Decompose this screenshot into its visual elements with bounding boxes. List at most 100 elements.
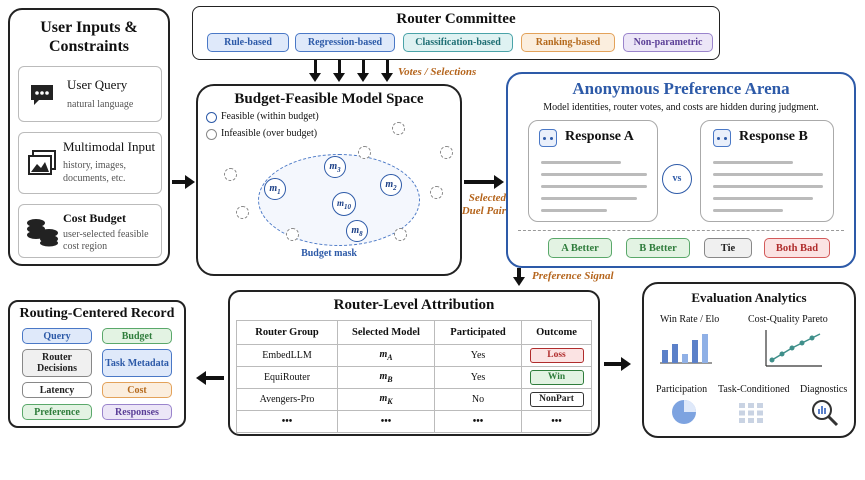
- model-node-m10: m10: [332, 192, 356, 216]
- outcome-cell: Loss: [521, 344, 592, 367]
- participation-label: Participation: [656, 384, 708, 395]
- feasible-legend-icon: [206, 112, 217, 123]
- arrow-attribution-to-analytics-head: [621, 357, 631, 371]
- model-symbol: mA: [379, 349, 393, 362]
- outcome-cell: Win: [521, 366, 592, 389]
- participated-cell: Yes: [434, 344, 522, 367]
- infeasible-model-dot: [392, 122, 405, 135]
- arrow-space-to-arena-head: [494, 175, 504, 189]
- table-row: EmbedLLM mA Yes Loss: [236, 344, 592, 367]
- model-symbol-subscript: A: [387, 353, 393, 362]
- votes-label: Votes / Selections: [398, 66, 477, 78]
- response-a-card: Response A: [528, 120, 658, 222]
- arrow-attribution-to-record: [206, 376, 224, 380]
- model-symbol: mB: [379, 371, 393, 384]
- text-line: [713, 161, 793, 164]
- coin-stack-icon: [27, 219, 58, 247]
- text-line: [541, 173, 647, 176]
- infeasible-model-dot: [394, 228, 407, 241]
- user-query-box: User Query natural language: [18, 66, 162, 122]
- arrow-arena-to-attribution-head: [513, 277, 525, 286]
- outcome-tag-nonpart: NonPart: [529, 392, 584, 407]
- robot-eye: [717, 137, 720, 140]
- image-stack-icon: [28, 150, 56, 175]
- record-field-cost: Cost: [102, 382, 172, 398]
- cost-budget-box: Cost Budget user-selected feasible cost …: [18, 204, 162, 258]
- model-node-m1-sub: 1: [277, 188, 281, 196]
- vs-badge: vs: [662, 164, 692, 194]
- router-group-cell: EquiRouter: [236, 366, 338, 389]
- win-rate-label: Win Rate / Elo: [660, 314, 720, 325]
- model-node-m1: m1: [264, 178, 286, 200]
- selected-model-cell: •••: [337, 410, 435, 433]
- robot-icon: [713, 129, 731, 147]
- arrow-inputs-to-space: [172, 180, 186, 184]
- infeasible-model-dot: [224, 168, 237, 181]
- model-node-m2: m2: [380, 174, 402, 196]
- pie-chart-icon: [672, 400, 696, 424]
- multimodal-input-label: Multimodal Input: [63, 139, 156, 154]
- col-outcome: Outcome: [521, 320, 592, 345]
- cost-budget-desc: user-selected feasible cost region: [63, 229, 149, 252]
- pareto-icon: [765, 330, 822, 367]
- selected-duel-pair-label: Selected Duel Pair: [461, 192, 506, 217]
- arena-title: Anonymous Preference Arena: [572, 79, 790, 98]
- analytics-title: Evaluation Analytics: [691, 290, 807, 305]
- user-inputs-panel: User Inputs & Constraints User Query nat…: [8, 8, 170, 266]
- participated-cell: Yes: [434, 366, 522, 389]
- col-router-group: Router Group: [236, 320, 338, 345]
- router-group-cell: Avengers-Pro: [236, 388, 338, 411]
- infeasible-model-dot: [286, 228, 299, 241]
- router-classification-based: Classification-based: [403, 33, 513, 52]
- attribution-panel: Router-Level Attribution Router Group Se…: [228, 290, 600, 436]
- record-field-preference: Preference: [22, 404, 92, 420]
- router-ranking-based: Ranking-based: [521, 33, 615, 52]
- record-field-query: Query: [22, 328, 92, 344]
- table-row: ••• ••• ••• •••: [236, 410, 592, 433]
- text-line: [541, 209, 607, 212]
- record-panel: Routing-Centered Record Query Budget Rou…: [8, 300, 186, 428]
- model-node-m8: m8: [346, 220, 368, 242]
- user-query-label: User Query: [67, 77, 128, 92]
- router-rule-based: Rule-based: [207, 33, 289, 52]
- robot-icon: [539, 129, 557, 147]
- participated-cell: •••: [434, 410, 522, 433]
- router-non-parametric: Non-parametric: [623, 33, 713, 52]
- arrow-arena-to-attribution: [517, 268, 521, 278]
- multimodal-input-desc: history, images, documents, etc.: [63, 160, 126, 184]
- infeasible-model-dot: [236, 206, 249, 219]
- budget-mask-label: Budget mask: [301, 248, 357, 259]
- router-group-cell: EmbedLLM: [236, 344, 338, 367]
- outcome-tag-loss: Loss: [529, 348, 584, 363]
- robot-eye: [724, 137, 727, 140]
- infeasible-model-dot: [440, 146, 453, 159]
- selected-model-cell: mB: [337, 366, 435, 389]
- outcome-tie: Tie: [704, 238, 752, 258]
- response-a-label: Response A: [565, 129, 634, 144]
- attribution-table: Router Group Selected Model Participated…: [236, 320, 592, 433]
- table-row: Avengers-Pro mK No NonPart: [236, 388, 592, 411]
- outcome-cell: NonPart: [521, 388, 592, 411]
- outcome-b-better: B Better: [626, 238, 690, 258]
- magnifier-icon: [812, 400, 839, 427]
- text-line: [541, 161, 621, 164]
- multimodal-input-box: Multimodal Input history, images, docume…: [18, 132, 162, 194]
- robot-eye: [550, 137, 553, 140]
- selected-model-cell: mA: [337, 344, 435, 367]
- model-node-m10-sub: 10: [344, 202, 351, 211]
- user-query-desc: natural language: [67, 99, 134, 110]
- pareto-label: Cost-Quality Pareto: [748, 314, 828, 325]
- model-node-m3: m3: [324, 156, 346, 178]
- record-field-router-decisions: Router Decisions: [22, 349, 92, 377]
- text-line: [713, 197, 813, 200]
- col-participated: Participated: [434, 320, 522, 345]
- outcome-cell: •••: [521, 410, 592, 433]
- model-node-m2-sub: 2: [393, 184, 397, 192]
- table-header-row: Router Group Selected Model Participated…: [236, 320, 592, 345]
- model-symbol-subscript: B: [387, 375, 393, 384]
- text-line: [541, 185, 647, 188]
- outcome-a-better: A Better: [548, 238, 612, 258]
- infeasible-model-dot: [358, 146, 371, 159]
- model-space-panel: Budget-Feasible Model Space Feasible (wi…: [196, 84, 462, 276]
- bar-chart-icon: [660, 334, 712, 364]
